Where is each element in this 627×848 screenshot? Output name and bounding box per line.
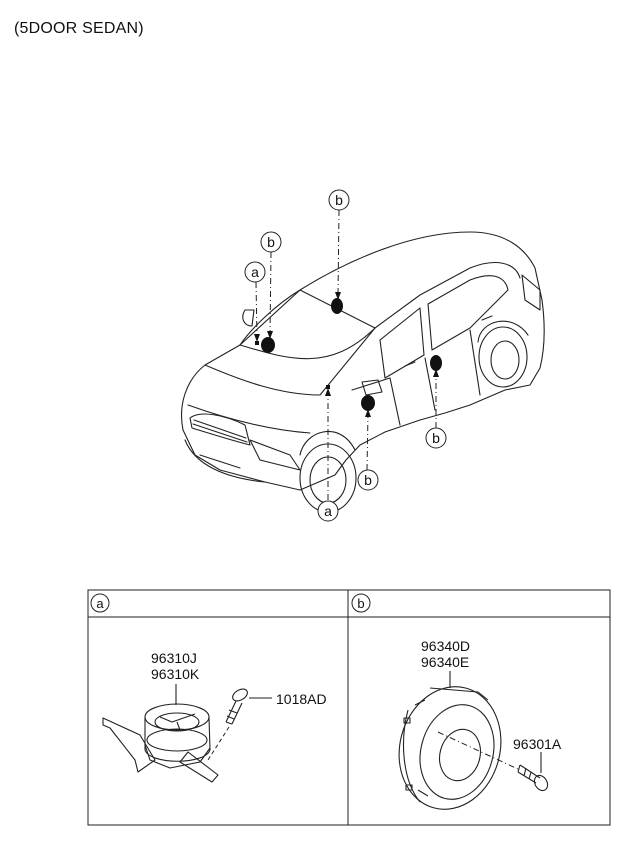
part-number-b2: 96340E (421, 654, 469, 670)
table-tag-a (90, 593, 110, 613)
table-tag-b-label: b (357, 596, 364, 611)
callout-a-bottom (317, 500, 339, 522)
callout-b-rear-door-label: b (432, 430, 440, 446)
leader-arrows (254, 292, 439, 417)
callout-a-top-label: a (251, 264, 259, 280)
callout-b-roof-label: b (335, 192, 343, 208)
part-number-a1: 96310J (151, 650, 197, 666)
tweeter-drawing (102, 684, 219, 783)
callout-b-front-door-label: b (364, 472, 372, 488)
dash-speaker-marker (261, 337, 275, 353)
callouts (244, 189, 447, 522)
rear-door-speaker-marker (430, 355, 442, 371)
parts-table (87, 589, 611, 826)
car-illustration (181, 231, 545, 513)
speaker-locations (255, 298, 442, 411)
callout-a-top (244, 261, 266, 283)
leader-lines (255, 209, 437, 500)
diagram-title: (5DOOR SEDAN) (14, 20, 144, 37)
table-tag-b (351, 593, 371, 613)
callout-b-roof (328, 189, 350, 211)
callout-b-front-door (357, 469, 379, 491)
front-door-speaker-marker (361, 395, 375, 411)
part-number-b1: 96340D (421, 638, 470, 654)
tweeter-marker-left (255, 341, 259, 345)
callout-b-dash-label: b (267, 234, 275, 250)
screw-part-a: 1018AD (276, 691, 327, 707)
part-number-a2: 96310K (151, 666, 200, 682)
tweeter-marker-right (326, 385, 330, 389)
screw-part-b: 96301A (513, 736, 562, 752)
callout-b-dash (260, 231, 282, 253)
door-speaker-drawing (398, 671, 502, 810)
callout-a-bottom-label: a (324, 503, 332, 519)
table-tag-a-label: a (96, 596, 104, 611)
callout-b-rear-door (425, 427, 447, 449)
roof-speaker-marker (331, 298, 343, 314)
screw-a-drawing (225, 688, 272, 725)
screw-b-drawing (517, 752, 549, 792)
